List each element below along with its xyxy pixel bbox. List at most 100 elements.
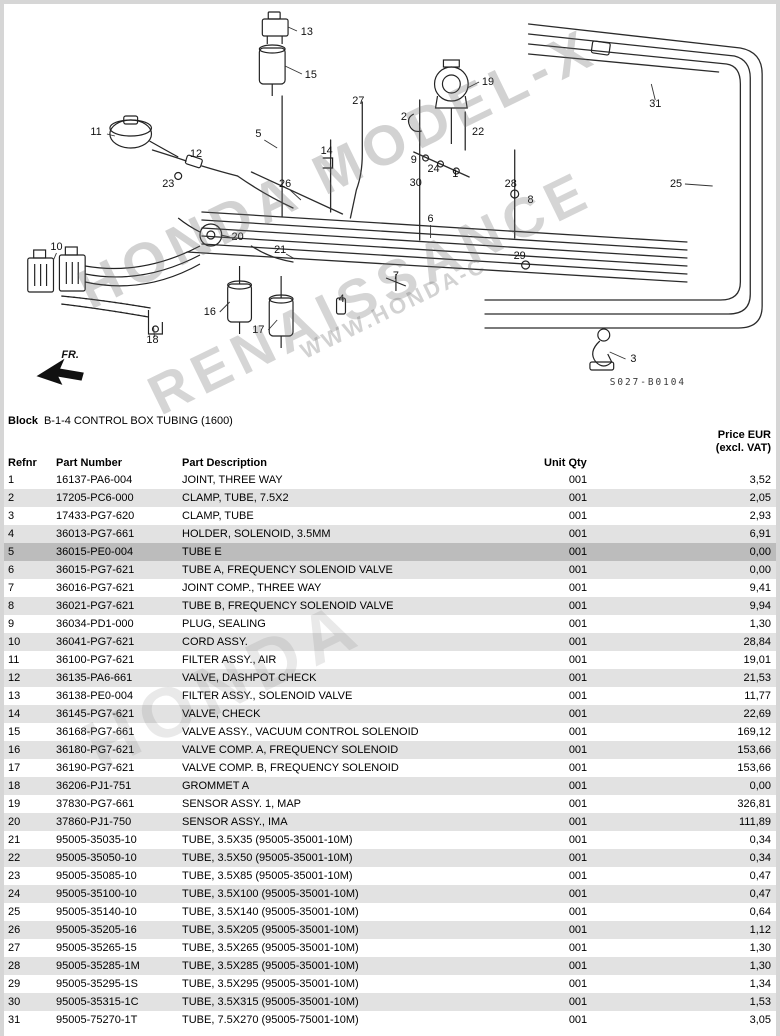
cell-price: 1,53	[749, 996, 771, 1008]
cell-desc: TUBE, 3.5X100 (95005-35001-10M)	[182, 888, 359, 900]
cell-price: 153,66	[737, 744, 771, 756]
cell-desc: VALVE COMP. B, FREQUENCY SOLENOID	[182, 762, 399, 774]
component-fitting-24	[436, 160, 445, 168]
fr-arrow: FR.	[36, 349, 84, 385]
cell-qty: 001	[568, 780, 588, 792]
cell-desc: JOINT, THREE WAY	[182, 474, 283, 486]
cell-qty: 001	[568, 852, 588, 864]
diagram-callout: 21	[274, 244, 286, 256]
cell-refnr: 24	[8, 888, 21, 900]
column-header-description: Part Description	[182, 457, 267, 469]
cell-desc: VALVE COMP. A, FREQUENCY SOLENOID	[182, 744, 399, 756]
cell-refnr: 19	[8, 798, 21, 810]
cell-pn: 95005-35295-1S	[56, 978, 138, 990]
cell-price: 28,84	[743, 636, 771, 648]
cell-pn: 36145-PG7-621	[56, 708, 135, 720]
cell-qty: 001	[568, 960, 588, 972]
cell-refnr: 21	[8, 834, 21, 846]
cell-qty: 001	[568, 546, 588, 558]
diagram-code: S027-B0104	[610, 377, 686, 388]
cell-desc: VALVE, DASHPOT CHECK	[182, 672, 317, 684]
cell-pn: 36135-PA6-661	[56, 672, 133, 684]
cell-desc: PLUG, SEALING	[182, 618, 266, 630]
cell-qty: 001	[568, 942, 588, 954]
cell-qty: 001	[568, 816, 588, 828]
diagram-callout: 26	[279, 178, 291, 190]
diagram-components	[27, 11, 615, 371]
cell-qty: 001	[568, 708, 588, 720]
cell-price: 6,91	[749, 528, 771, 540]
cell-qty: 001	[568, 564, 588, 576]
cell-price: 0,47	[749, 870, 771, 882]
cell-refnr: 25	[8, 906, 21, 918]
cell-refnr: 12	[8, 672, 21, 684]
component-fitting-29	[521, 260, 531, 270]
diagram-callout: 24	[427, 163, 439, 175]
cell-refnr: 28	[8, 960, 21, 972]
cell-refnr: 6	[8, 564, 15, 576]
cell-refnr: 7	[8, 582, 15, 594]
cell-price: 0,47	[749, 888, 771, 900]
component-connector-13	[261, 11, 289, 44]
diagram-callout: 29	[514, 250, 526, 262]
component-fitting-1	[452, 167, 460, 175]
cell-qty: 001	[568, 762, 588, 774]
diagram-callout: 14	[321, 145, 333, 157]
cell-qty: 001	[568, 528, 588, 540]
price-header-line2: (excl. VAT)	[715, 442, 771, 454]
tube-harness	[151, 23, 763, 329]
cell-price: 22,69	[743, 708, 771, 720]
diagram-callout: 27	[352, 95, 364, 107]
diagram-callout: 7	[393, 270, 399, 282]
cell-desc: TUBE, 3.5X50 (95005-35001-10M)	[182, 852, 353, 864]
cell-pn: 37830-PG7-661	[56, 798, 135, 810]
component-connector-band	[590, 40, 611, 56]
cell-pn: 95005-35205-16	[56, 924, 137, 936]
cell-pn: 95005-35265-15	[56, 942, 137, 954]
cell-desc: TUBE, 3.5X315 (95005-35001-10M)	[182, 996, 359, 1008]
cell-qty: 001	[568, 1014, 588, 1026]
cell-qty: 001	[568, 996, 588, 1008]
cell-refnr: 8	[8, 600, 15, 612]
component-freq-solenoid-16	[227, 266, 253, 334]
cell-qty: 001	[568, 582, 588, 594]
cell-desc: GROMMET A	[182, 780, 250, 792]
cell-price: 9,41	[749, 582, 771, 594]
cell-pn: 36016-PG7-621	[56, 582, 135, 594]
component-joint-7	[385, 274, 407, 291]
diagram-callout: 23	[162, 178, 174, 190]
diagram-callout: 1	[452, 168, 458, 180]
